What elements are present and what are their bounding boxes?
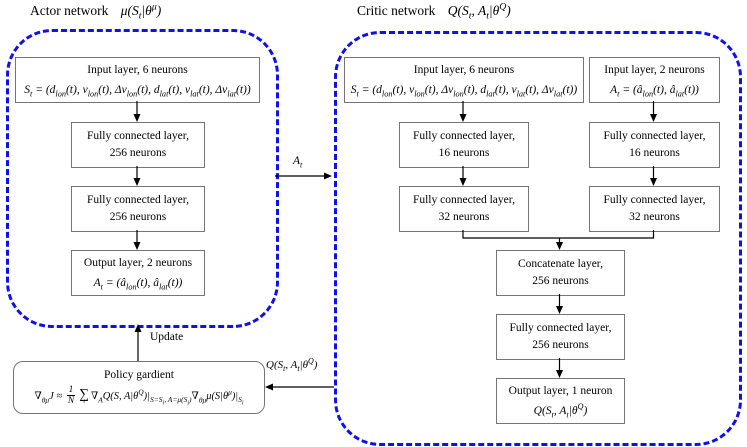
actor-input-label: Input layer, 6 neurons — [87, 63, 188, 76]
critic-fc16-right-line1: Fully connected layer, — [603, 130, 706, 143]
actor-output-formula: At = (âlon(t), âlat(t)) — [93, 276, 183, 291]
critic-fc32-right-line2: 32 neurons — [629, 211, 680, 223]
critic-state-input-formula: St = (dlon(t), vlon(t), Δvlon(t), dlat(t… — [350, 83, 578, 98]
actor-output-layer-box: Output layer, 2 neurons At = (âlon(t), â… — [71, 250, 205, 296]
critic-output-formula: Q(St, At|θQ) — [533, 401, 588, 419]
critic-fc256-line1: Fully connected layer, — [509, 322, 612, 335]
actor-title-text: Actor network — [30, 3, 109, 18]
actor-network-boundary — [6, 29, 279, 328]
critic-fc16-left-line2: 16 neurons — [438, 147, 490, 159]
policy-gradient-title: Policy gardient — [104, 368, 174, 381]
actor-fc2-box: Fully connected layer, 256 neurons — [71, 186, 205, 232]
actor-fc1-line2: 256 neurons — [109, 147, 167, 159]
critic-fc32-left-box: Fully connected layer, 32 neurons — [399, 186, 529, 232]
critic-fc16-left-line1: Fully connected layer, — [412, 130, 516, 143]
critic-fc16-left-box: Fully connected layer, 16 neurons — [399, 122, 529, 168]
actor-fc1-line1: Fully connected layer, — [86, 130, 190, 143]
critic-network-title: Critic network Q(St, At|θQ) — [357, 1, 511, 22]
critic-fc32-left-line1: Fully connected layer, — [412, 194, 516, 207]
actor-fc2-line2: 256 neurons — [109, 211, 167, 223]
critic-title-formula: Q(St, At|θQ) — [447, 1, 511, 22]
actor-network-title: Actor network μ(St|θμ) — [30, 1, 162, 22]
critic-output-layer-box: Output layer, 1 neuron Q(St, At|θQ) — [496, 378, 625, 424]
critic-concatenate-box: Concatenate layer, 256 neurons — [496, 250, 625, 296]
critic-fc16-right-line2: 16 neurons — [629, 147, 680, 159]
actor-input-formula: St = (dlon(t), vlon(t), Δvlon(t), dlat(t… — [24, 83, 251, 98]
critic-concat-line2: 256 neurons — [532, 275, 589, 287]
critic-network-boundary — [334, 31, 742, 446]
critic-fc16-right-box: Fully connected layer, 16 neurons — [589, 122, 720, 168]
critic-fc32-right-line1: Fully connected layer, — [603, 194, 706, 207]
critic-fc32-right-box: Fully connected layer, 32 neurons — [589, 186, 720, 232]
actor-output-label: Output layer, 2 neurons — [83, 256, 193, 269]
critic-action-input-label: Input layer, 2 neurons — [604, 63, 705, 76]
actor-title-formula: μ(St|θμ) — [120, 1, 162, 22]
critic-fc32-left-line2: 32 neurons — [438, 211, 490, 223]
action-edge-label: At — [293, 155, 303, 170]
critic-state-input-label: Input layer, 6 neurons — [413, 63, 515, 76]
critic-output-label: Output layer, 1 neuron — [508, 384, 613, 397]
critic-fc256-box: Fully connected layer, 256 neurons — [496, 314, 625, 360]
critic-fc256-line2: 256 neurons — [532, 339, 589, 351]
critic-concat-line1: Concatenate layer, — [517, 258, 604, 271]
critic-title-text: Critic network — [357, 3, 436, 18]
update-edge-label: Update — [150, 331, 184, 343]
critic-action-input-box: Input layer, 2 neurons At = (âlon(t), âl… — [589, 57, 720, 103]
actor-input-layer-box: Input layer, 6 neurons St = (dlon(t), vl… — [15, 57, 260, 103]
actor-fc1-box: Fully connected layer, 256 neurons — [71, 122, 205, 168]
actor-fc2-line1: Fully connected layer, — [86, 194, 190, 207]
critic-state-input-box: Input layer, 6 neurons St = (dlon(t), vl… — [344, 57, 584, 103]
critic-action-input-formula: At = (âlon(t), âlat(t)) — [610, 83, 699, 98]
q-value-edge-label: Q(St, At|θQ) — [266, 356, 318, 374]
